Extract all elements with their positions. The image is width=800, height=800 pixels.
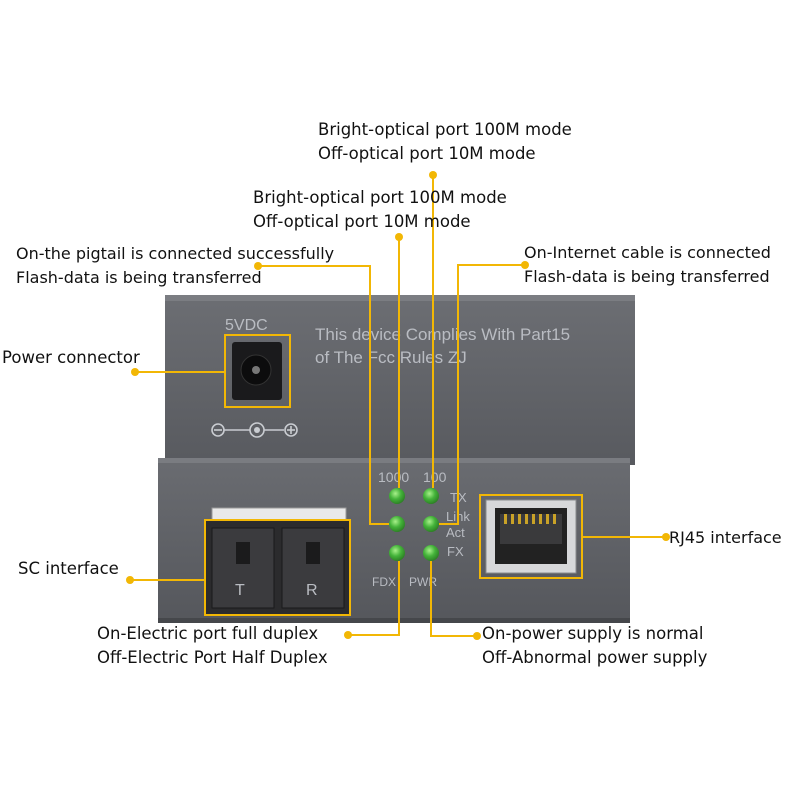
led-grid — [389, 488, 439, 561]
led-fiber-link — [389, 516, 405, 532]
callout-pigtail-line1: On-the pigtail is connected successfully — [16, 244, 335, 263]
front-unit: T R 1000 100 TX Link Act FX FDX PWR — [158, 458, 630, 623]
sc-port-t: T — [235, 582, 245, 599]
callout-top-optical-mode-line2: Off-optical port 10M mode — [318, 144, 536, 163]
callout-power-supply-line2: Off-Abnormal power supply — [482, 648, 708, 667]
voltage-label: 5VDC — [225, 317, 268, 334]
callout-top-optical-mode: Bright-optical port 100M mode Off-optica… — [318, 118, 572, 166]
callout-power-connector: Power connector — [2, 346, 140, 370]
led-header-1000: 1000 — [378, 469, 409, 485]
led-header-100: 100 — [423, 469, 447, 485]
sc-port-r: R — [306, 582, 318, 599]
callout-top-optical-mode-line1: Bright-optical port 100M mode — [318, 120, 572, 139]
callout-mid-optical-mode-line2: Off-optical port 10M mode — [253, 212, 471, 231]
callout-mid-optical-mode: Bright-optical port 100M mode Off-optica… — [253, 186, 507, 234]
callout-duplex: On-Electric port full duplex Off-Electri… — [97, 622, 328, 670]
leader-lines — [130, 175, 666, 637]
polarity-symbol — [211, 422, 298, 438]
notice-line-1: This device Complies With Part15 — [315, 325, 570, 344]
led-label-fx: FX — [447, 544, 464, 559]
callout-rj45-line1: RJ45 interface — [669, 528, 782, 547]
callout-pigtail: On-the pigtail is connected successfully… — [16, 242, 334, 290]
callout-sc-line1: SC interface — [18, 559, 119, 578]
led-fdx — [389, 545, 405, 561]
callout-sc: SC interface — [18, 557, 119, 581]
sc-connector[interactable]: T R — [204, 507, 351, 616]
callout-duplex-line1: On-Electric port full duplex — [97, 624, 319, 643]
led-100 — [423, 488, 439, 504]
rj45-port[interactable] — [479, 494, 583, 579]
led-link-act — [423, 516, 439, 532]
notice-line-2: of The Fcc Rules ZJ — [315, 348, 467, 367]
led-label-act: Act — [446, 525, 465, 540]
callout-power-connector-line1: Power connector — [2, 348, 140, 367]
led-label-pwr: PWR — [409, 575, 437, 589]
callout-power-supply-line1: On-power supply is normal — [482, 624, 704, 643]
led-label-fdx: FDX — [372, 575, 396, 589]
callout-internet-line2: Flash-data is being transferred — [524, 267, 770, 286]
led-1000 — [389, 488, 405, 504]
callout-duplex-line2: Off-Electric Port Half Duplex — [97, 648, 328, 667]
power-jack[interactable] — [224, 334, 291, 408]
leader-dots — [126, 171, 670, 640]
callout-internet-line1: On-Internet cable is connected — [524, 243, 771, 262]
callout-mid-optical-mode-line1: Bright-optical port 100M mode — [253, 188, 507, 207]
callout-power-supply: On-power supply is normal Off-Abnormal p… — [482, 622, 707, 670]
callout-rj45: RJ45 interface — [669, 526, 782, 550]
callout-internet: On-Internet cable is connected Flash-dat… — [524, 241, 771, 289]
callout-pigtail-line2: Flash-data is being transferred — [16, 268, 262, 287]
led-pwr — [423, 545, 439, 561]
